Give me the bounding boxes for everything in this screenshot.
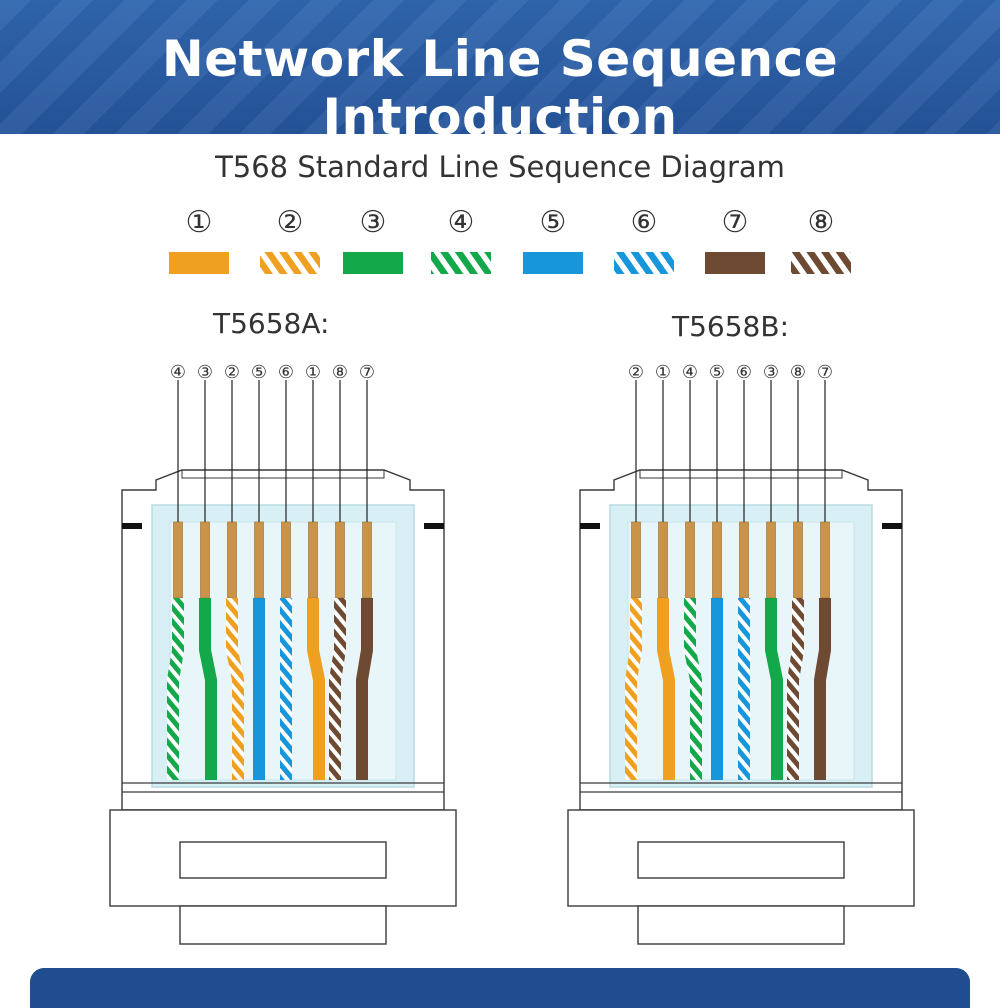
- legend-item: ①: [169, 205, 229, 274]
- pin-label: ④: [682, 362, 698, 383]
- legend-item: ②: [260, 205, 320, 274]
- pin-contact: [308, 521, 318, 599]
- pin-label: ⑦: [817, 362, 833, 383]
- wire-brown: [356, 598, 373, 780]
- wire-green-striped: [167, 598, 184, 780]
- pin-contact: [335, 521, 345, 599]
- pin-label: ⑤: [251, 362, 267, 383]
- pin-label: ⑥: [736, 362, 752, 383]
- wire-green: [765, 598, 783, 780]
- pin-contact: [820, 521, 830, 599]
- legend-swatch: [431, 252, 491, 274]
- header-banner: Network Line Sequence Introduction: [0, 0, 1000, 134]
- legend-item: ④: [431, 205, 491, 274]
- wire-orange-striped: [226, 598, 244, 780]
- legend-number: ②: [277, 205, 304, 240]
- pin-contact: [685, 521, 695, 599]
- wire-orange-striped: [625, 598, 642, 780]
- legend-number: ①: [186, 205, 213, 240]
- pin-contact: [200, 521, 210, 599]
- footer-bar: [30, 968, 970, 1008]
- standard-b-label: T5658B:: [672, 310, 790, 343]
- pin-label: ⑤: [709, 362, 725, 383]
- pin-contact: [793, 521, 803, 599]
- page-title: Network Line Sequence Introduction: [161, 30, 839, 134]
- legend-number: ⑤: [540, 205, 567, 240]
- pin-contact: [658, 521, 668, 599]
- legend-swatch: [343, 252, 403, 274]
- wire-green-striped: [684, 598, 702, 780]
- standard-a-label: T5658A:: [213, 307, 330, 340]
- pin-label: ③: [763, 362, 779, 383]
- legend-item: ⑤: [523, 205, 583, 274]
- legend-swatch: [523, 252, 583, 274]
- wire-brown: [814, 598, 831, 780]
- pin-contact: [766, 521, 776, 599]
- pin-label: ⑦: [359, 362, 375, 383]
- legend-number: ⑥: [631, 205, 658, 240]
- pin-label: ①: [305, 362, 321, 383]
- legend-swatch: [614, 252, 674, 274]
- wire-orange: [307, 598, 325, 780]
- legend-item: ⑦: [705, 205, 765, 274]
- legend-number: ③: [360, 205, 387, 240]
- legend-swatch: [791, 252, 851, 274]
- pin-label: ④: [170, 362, 186, 383]
- pin-contact: [739, 521, 749, 599]
- color-legend: ① ② ③ ④ ⑤ ⑥ ⑦ ⑧: [169, 205, 851, 274]
- pin-label: ⑥: [278, 362, 294, 383]
- diagram-subtitle: T568 Standard Line Sequence Diagram: [215, 150, 785, 184]
- pin-contact: [362, 521, 372, 599]
- pin-label: ③: [197, 362, 213, 383]
- legend-swatch: [169, 252, 229, 274]
- pin-contact: [281, 521, 291, 599]
- legend-number: ⑧: [808, 205, 835, 240]
- legend-item: ⑥: [614, 205, 674, 274]
- pin-label: ②: [224, 362, 240, 383]
- legend-item: ⑧: [791, 205, 851, 274]
- legend-number: ⑦: [722, 205, 749, 240]
- legend-swatch: [705, 252, 765, 274]
- legend-swatch: [260, 252, 320, 274]
- wire-brown-striped: [329, 598, 346, 780]
- legend-item: ③: [343, 205, 403, 274]
- pin-contact: [254, 521, 264, 599]
- pin-contact: [173, 521, 183, 599]
- pin-contact: [227, 521, 237, 599]
- wire-brown-striped: [787, 598, 804, 780]
- wire-orange: [657, 598, 675, 780]
- pin-label: ②: [628, 362, 644, 383]
- wire-green: [199, 598, 217, 780]
- pin-label: ①: [655, 362, 671, 383]
- pin-contact: [712, 521, 722, 599]
- pin-contact: [631, 521, 641, 599]
- legend-number: ④: [448, 205, 475, 240]
- pin-label: ⑧: [332, 362, 348, 383]
- pin-label: ⑧: [790, 362, 806, 383]
